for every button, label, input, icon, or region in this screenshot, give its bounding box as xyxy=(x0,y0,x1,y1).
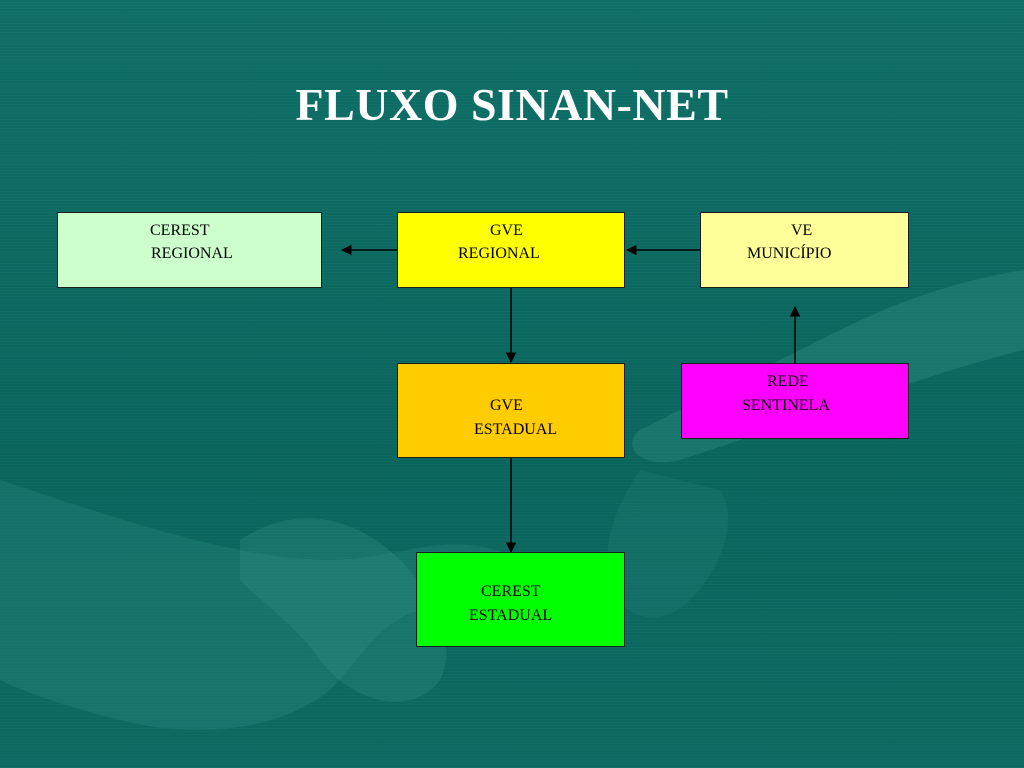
rede-sentinela-box: REDE SENTINELA xyxy=(681,363,909,439)
gve-regional-box: GVE REGIONAL xyxy=(397,212,625,288)
ve-municipio-box: VE MUNICÍPIO xyxy=(700,212,909,288)
ve-municipio-line1: VE xyxy=(791,222,813,239)
rede-sentinela-line1: REDE xyxy=(767,373,809,390)
gve-regional-line1: GVE xyxy=(490,222,523,239)
slide-title: FLUXO SINAN-NET xyxy=(295,79,729,130)
cerest-estadual-line1: CEREST xyxy=(481,583,541,600)
gve-estadual-line1: GVE xyxy=(490,397,523,414)
gve-estadual-line2: ESTADUAL xyxy=(474,421,558,438)
gve-estadual-box: GVE ESTADUAL xyxy=(397,363,625,458)
gve-regional-line2: REGIONAL xyxy=(458,245,540,262)
cerest-regional-box: CEREST REGIONAL xyxy=(57,212,322,288)
cerest-estadual-line2: ESTADUAL xyxy=(469,607,553,624)
ve-municipio-line2: MUNICÍPIO xyxy=(747,245,832,262)
rede-sentinela-line2: SENTINELA xyxy=(742,397,830,414)
cerest-regional-line1: CEREST xyxy=(150,222,210,239)
cerest-estadual-box: CEREST ESTADUAL xyxy=(416,552,625,647)
cerest-regional-line2: REGIONAL xyxy=(151,245,233,262)
